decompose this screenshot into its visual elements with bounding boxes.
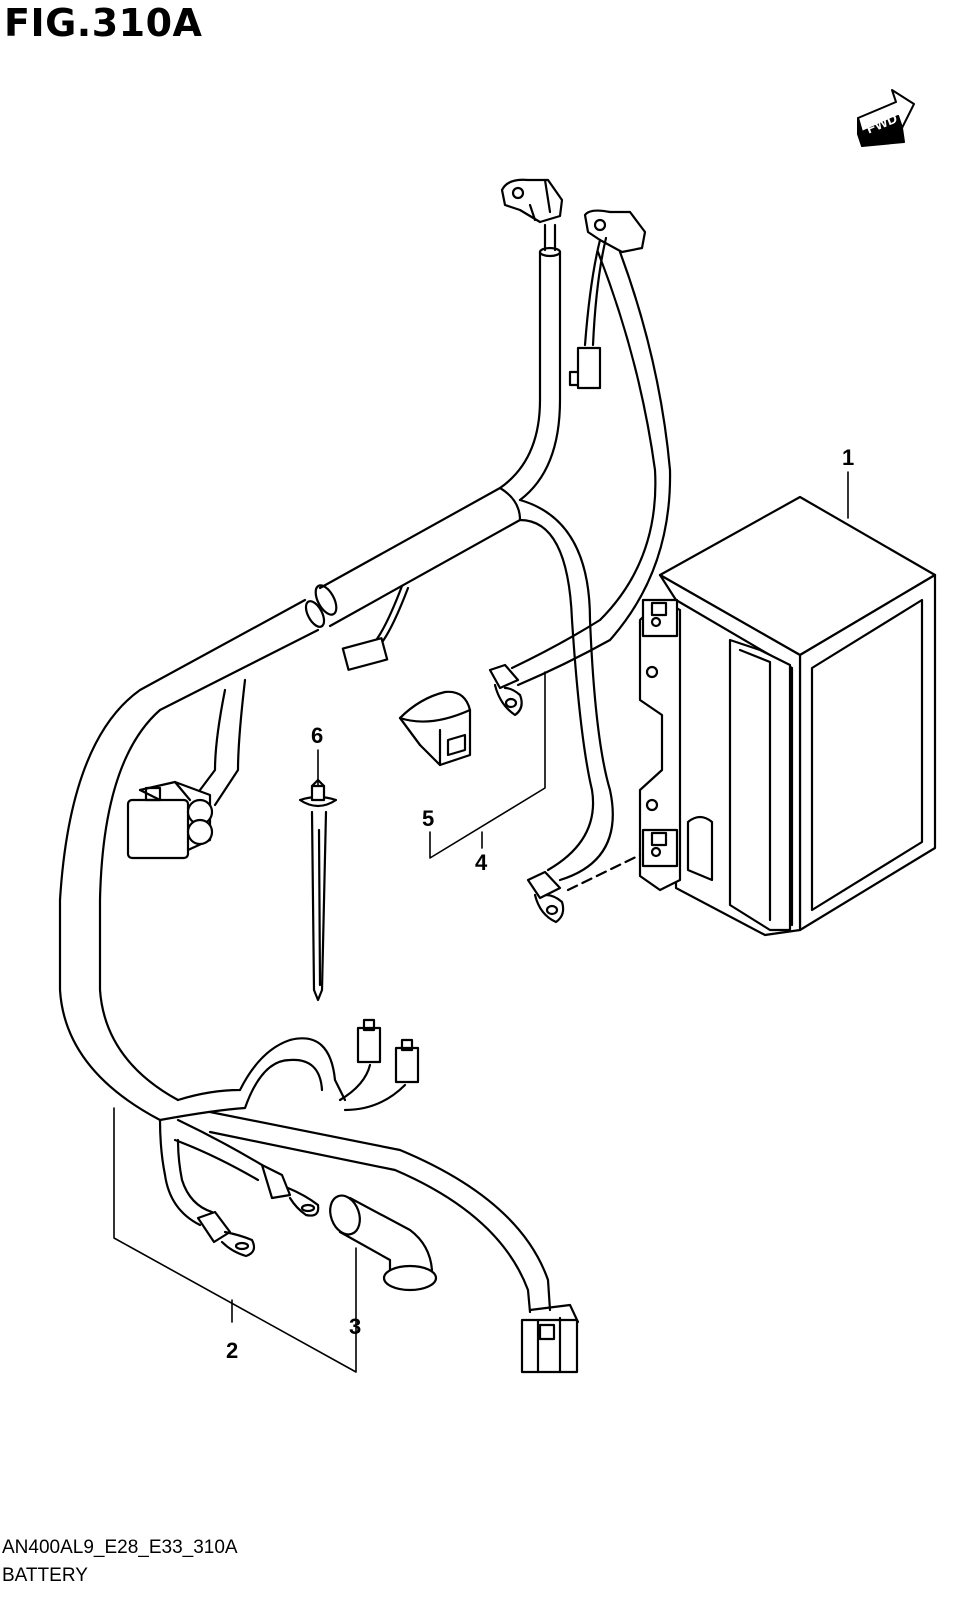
callout-3: 3 (349, 1314, 362, 1339)
figure-code: AN400AL9_E28_E33_310A (2, 1537, 238, 1558)
callout-6: 6 (311, 723, 324, 748)
callout-4: 4 (475, 850, 488, 875)
main-harness[interactable] (58, 178, 580, 1374)
callout-5: 5 (422, 806, 435, 831)
figure-name: BATTERY (2, 1565, 88, 1586)
battery[interactable] (638, 495, 937, 937)
cable-tie[interactable] (298, 778, 338, 1002)
figure-title: FIG.310A (4, 1, 203, 45)
terminal-protector[interactable] (398, 690, 472, 767)
leader-lines (113, 471, 849, 1373)
battery-cable-set[interactable] (488, 209, 672, 924)
callout-2: 2 (226, 1338, 239, 1363)
callout-1: 1 (842, 445, 855, 470)
fwd-arrow-icon: FWD (857, 89, 915, 147)
terminal-cap[interactable] (325, 1191, 438, 1292)
